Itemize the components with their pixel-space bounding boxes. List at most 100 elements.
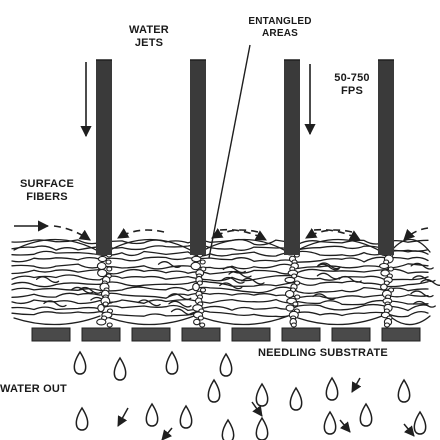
entangled-areas bbox=[96, 247, 395, 328]
knot bbox=[292, 301, 299, 307]
water-jets-label-line1: WATER bbox=[129, 24, 169, 36]
fiber-web bbox=[11, 238, 440, 326]
fiber-curl bbox=[338, 275, 362, 283]
fiber-strand bbox=[11, 292, 429, 299]
water-jets-label: WATER JETS bbox=[114, 24, 184, 50]
fiber-curl bbox=[157, 261, 182, 268]
water-droplet bbox=[145, 402, 159, 427]
knot bbox=[199, 322, 206, 328]
fiber-strand bbox=[11, 303, 429, 312]
fiber-curl bbox=[410, 262, 434, 270]
water-droplet bbox=[413, 410, 427, 435]
entangled-leader-line bbox=[208, 44, 251, 259]
fiber-strand bbox=[11, 238, 429, 246]
fiber-curl bbox=[316, 272, 341, 280]
fiber-curl bbox=[170, 308, 195, 316]
water-droplet bbox=[323, 410, 337, 435]
fiber-cell-top bbox=[13, 238, 101, 253]
knot bbox=[199, 287, 207, 293]
fiber-curl bbox=[219, 282, 243, 290]
knot bbox=[290, 322, 297, 328]
surface-flow-arrow bbox=[53, 225, 91, 241]
knot bbox=[379, 262, 390, 270]
knot bbox=[97, 255, 108, 263]
falling-water-arrow bbox=[161, 427, 173, 440]
fiber-curl bbox=[222, 266, 246, 274]
knot bbox=[96, 261, 107, 271]
water-droplets bbox=[73, 350, 427, 440]
knot bbox=[106, 322, 113, 328]
water-droplet bbox=[359, 402, 373, 427]
falling-water-arrow bbox=[403, 423, 415, 437]
fiber-curl bbox=[316, 263, 340, 271]
knot bbox=[190, 261, 201, 271]
entangled-areas-label-line1: ENTANGLED bbox=[248, 16, 312, 27]
fiber-curl bbox=[70, 286, 94, 294]
fiber-strand bbox=[11, 268, 429, 275]
substrate-segment bbox=[331, 327, 371, 342]
fiber-curl bbox=[78, 286, 102, 294]
fiber-curl bbox=[317, 262, 341, 270]
fiber-cell-bottom bbox=[391, 315, 431, 326]
fiber-strand bbox=[11, 298, 429, 306]
fiber-curl bbox=[137, 299, 161, 307]
knot bbox=[387, 266, 394, 272]
speed-label: 50-750 FPS bbox=[322, 72, 382, 98]
entangled-areas-label: ENTANGLED AREAS bbox=[235, 16, 325, 40]
knot bbox=[197, 315, 204, 321]
knot bbox=[97, 268, 108, 278]
surface-flow-arrow bbox=[313, 228, 361, 241]
falling-water-arrow bbox=[351, 377, 362, 393]
surface-flow-arrow bbox=[403, 227, 429, 241]
water-droplet bbox=[207, 378, 221, 403]
knot bbox=[380, 283, 388, 291]
knot bbox=[191, 255, 202, 263]
fiber-strand bbox=[11, 250, 429, 257]
fiber-curl bbox=[168, 293, 192, 301]
knot bbox=[383, 322, 391, 328]
knot bbox=[192, 282, 200, 292]
fiber-curl bbox=[412, 300, 436, 308]
water-droplet bbox=[73, 350, 87, 375]
fiber-strand bbox=[11, 256, 429, 263]
surface-flow-arrow bbox=[211, 228, 259, 239]
fiber-strand bbox=[11, 274, 429, 282]
knot bbox=[105, 259, 112, 265]
water-droplet bbox=[179, 404, 193, 429]
fiber-curl bbox=[221, 276, 245, 284]
fiber-strand bbox=[11, 280, 429, 288]
substrate-segment bbox=[381, 327, 421, 342]
water-out-label: WATER OUT bbox=[0, 383, 67, 395]
substrate-segment bbox=[31, 327, 71, 342]
falling-water-arrow bbox=[251, 401, 263, 417]
water-droplet bbox=[255, 382, 269, 407]
surface-flow-arrow bbox=[305, 228, 353, 239]
fiber-strand bbox=[11, 244, 429, 252]
fiber-curl bbox=[168, 300, 192, 308]
surface-flow-arrow bbox=[219, 228, 267, 241]
fiber-cell-bottom bbox=[297, 315, 383, 326]
falling-water-arrow bbox=[339, 419, 351, 433]
surface-fibers-label: SURFACE FIBERS bbox=[12, 178, 82, 204]
substrate-segment bbox=[81, 327, 121, 342]
fiber-curl bbox=[35, 276, 60, 284]
water-jets-label-line2: JETS bbox=[134, 37, 164, 49]
fiber-cell-bottom bbox=[109, 315, 195, 326]
needling-substrate bbox=[31, 327, 421, 342]
fiber-cell-top bbox=[297, 238, 383, 253]
water-droplet bbox=[221, 418, 235, 440]
water-droplet bbox=[75, 406, 89, 431]
fiber-cell-bottom bbox=[13, 315, 101, 326]
knot bbox=[284, 276, 296, 284]
water-jets bbox=[96, 59, 394, 255]
substrate-segment bbox=[231, 327, 271, 342]
surface-flow-arrow bbox=[117, 228, 165, 239]
fiber-curl bbox=[312, 293, 336, 301]
water-droplet bbox=[255, 416, 269, 440]
fiber-cell-bottom bbox=[203, 315, 289, 326]
knot bbox=[199, 259, 206, 265]
fiber-curl bbox=[43, 300, 67, 308]
water-jet bbox=[378, 60, 394, 255]
substrate-segment bbox=[181, 327, 221, 342]
falling-water-arrow bbox=[117, 407, 129, 427]
